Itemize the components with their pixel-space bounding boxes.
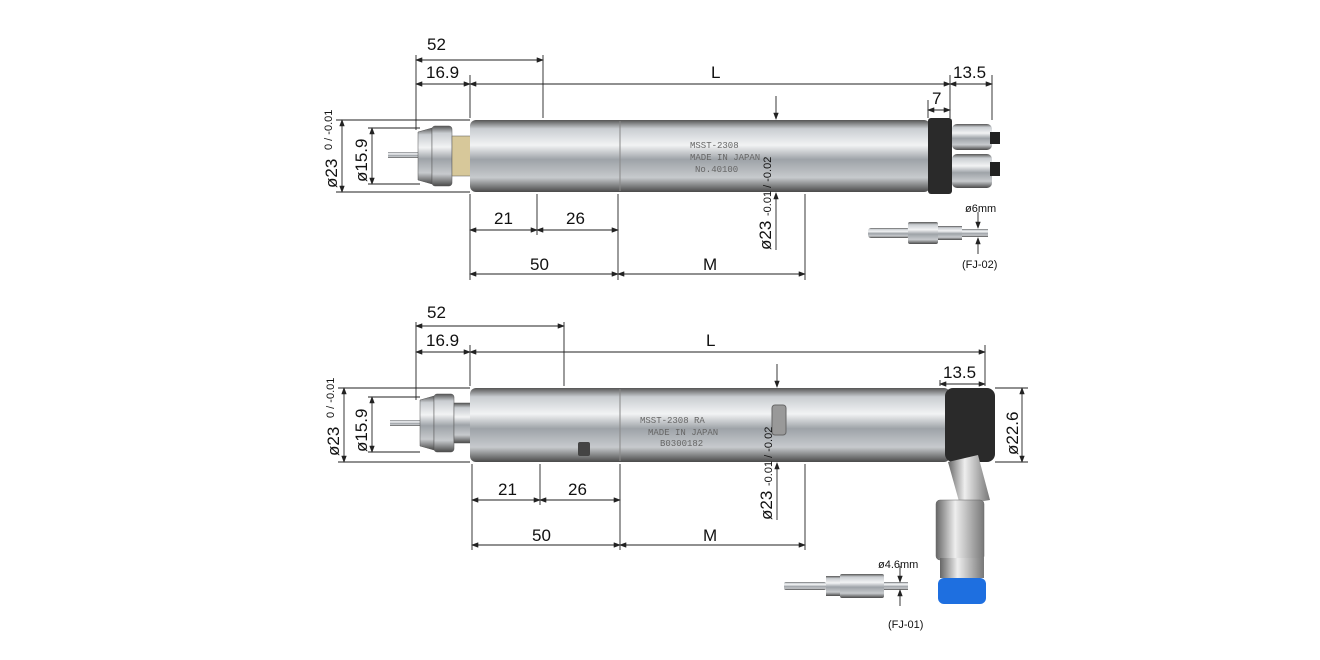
dia-collet: ø15.9: [352, 409, 371, 452]
fj02-diameter: ø6mm: [965, 203, 996, 215]
dia-left-tol: 0 / -0.01: [323, 110, 335, 150]
right-angle-fitting: [935, 499, 985, 561]
bottom-spindle: MSST-2308 RA MADE IN JAPAN B0300182: [390, 388, 995, 604]
dim-13-5: 13.5: [943, 363, 976, 382]
dia-collet: ø15.9: [352, 139, 371, 182]
dia-body-tol: -0.01 / -0.02: [763, 427, 775, 486]
top-engraving-origin: MADE IN JAPAN: [690, 153, 760, 163]
top-collet-nut: [417, 127, 433, 185]
top-connector-2: [952, 154, 992, 188]
dim-M: M: [703, 255, 717, 274]
dim-52: 52: [427, 303, 446, 322]
dim-16-9: 16.9: [426, 63, 459, 82]
top-engraving-model: MSST-2308: [690, 141, 739, 151]
bottom-dimension-labels: 52 16.9 L 13.5 21 26 50 M ø23 0 / -0.01 …: [324, 303, 1022, 545]
dia-left: ø23: [324, 427, 343, 456]
dia-body-tol: -0.01 / -0.02: [762, 157, 774, 216]
dim-52: 52: [427, 35, 446, 54]
top-spindle: MSST-2308 MADE IN JAPAN No.40100: [388, 118, 1000, 194]
fj01-label: (FJ-01): [888, 619, 923, 631]
bottom-body: [470, 388, 950, 462]
blue-hose-connector: [938, 578, 986, 604]
bottom-engraving-origin: MADE IN JAPAN: [648, 428, 718, 438]
fj01-diameter: ø4.6mm: [878, 559, 918, 571]
top-engraving-serial: No.40100: [695, 165, 738, 175]
dia-left: ø23: [322, 159, 341, 188]
dim-L: L: [711, 63, 720, 82]
dim-16-9: 16.9: [426, 331, 459, 350]
dia-left-tol: 0 / -0.01: [325, 378, 337, 418]
dia-body: ø23: [756, 221, 775, 250]
top-connector-1: [952, 124, 992, 150]
bottom-rear-cap: [945, 388, 995, 462]
fj02-label: (FJ-02): [962, 259, 997, 271]
dim-M: M: [703, 526, 717, 545]
dim-13-5: 13.5: [953, 63, 986, 82]
dim-50: 50: [532, 526, 551, 545]
top-dimension-labels: 52 16.9 L 13.5 7 21 26 50 M ø23 0 / -0.0…: [322, 35, 986, 274]
dim-26: 26: [568, 480, 587, 499]
dim-50: 50: [530, 255, 549, 274]
fitting-fj02: ø6mm (FJ-02): [868, 203, 997, 271]
dim-21: 21: [494, 209, 513, 228]
dim-7: 7: [932, 89, 941, 108]
top-tool-shank: [388, 152, 422, 158]
top-rear-cap: [928, 118, 952, 194]
fitting-fj01: ø4.6mm (FJ-01): [784, 559, 923, 631]
top-body: [470, 120, 930, 192]
dia-body: ø23: [757, 491, 776, 520]
bottom-dimension-lines: [338, 322, 1028, 550]
dia-rear: ø22.6: [1003, 412, 1022, 455]
bottom-engraving-serial: B0300182: [660, 439, 703, 449]
dim-26: 26: [566, 209, 585, 228]
top-dimension-lines: [336, 55, 993, 280]
dim-L: L: [706, 331, 715, 350]
bottom-engraving-model: MSST-2308 RA: [640, 416, 705, 426]
dim-21: 21: [498, 480, 517, 499]
